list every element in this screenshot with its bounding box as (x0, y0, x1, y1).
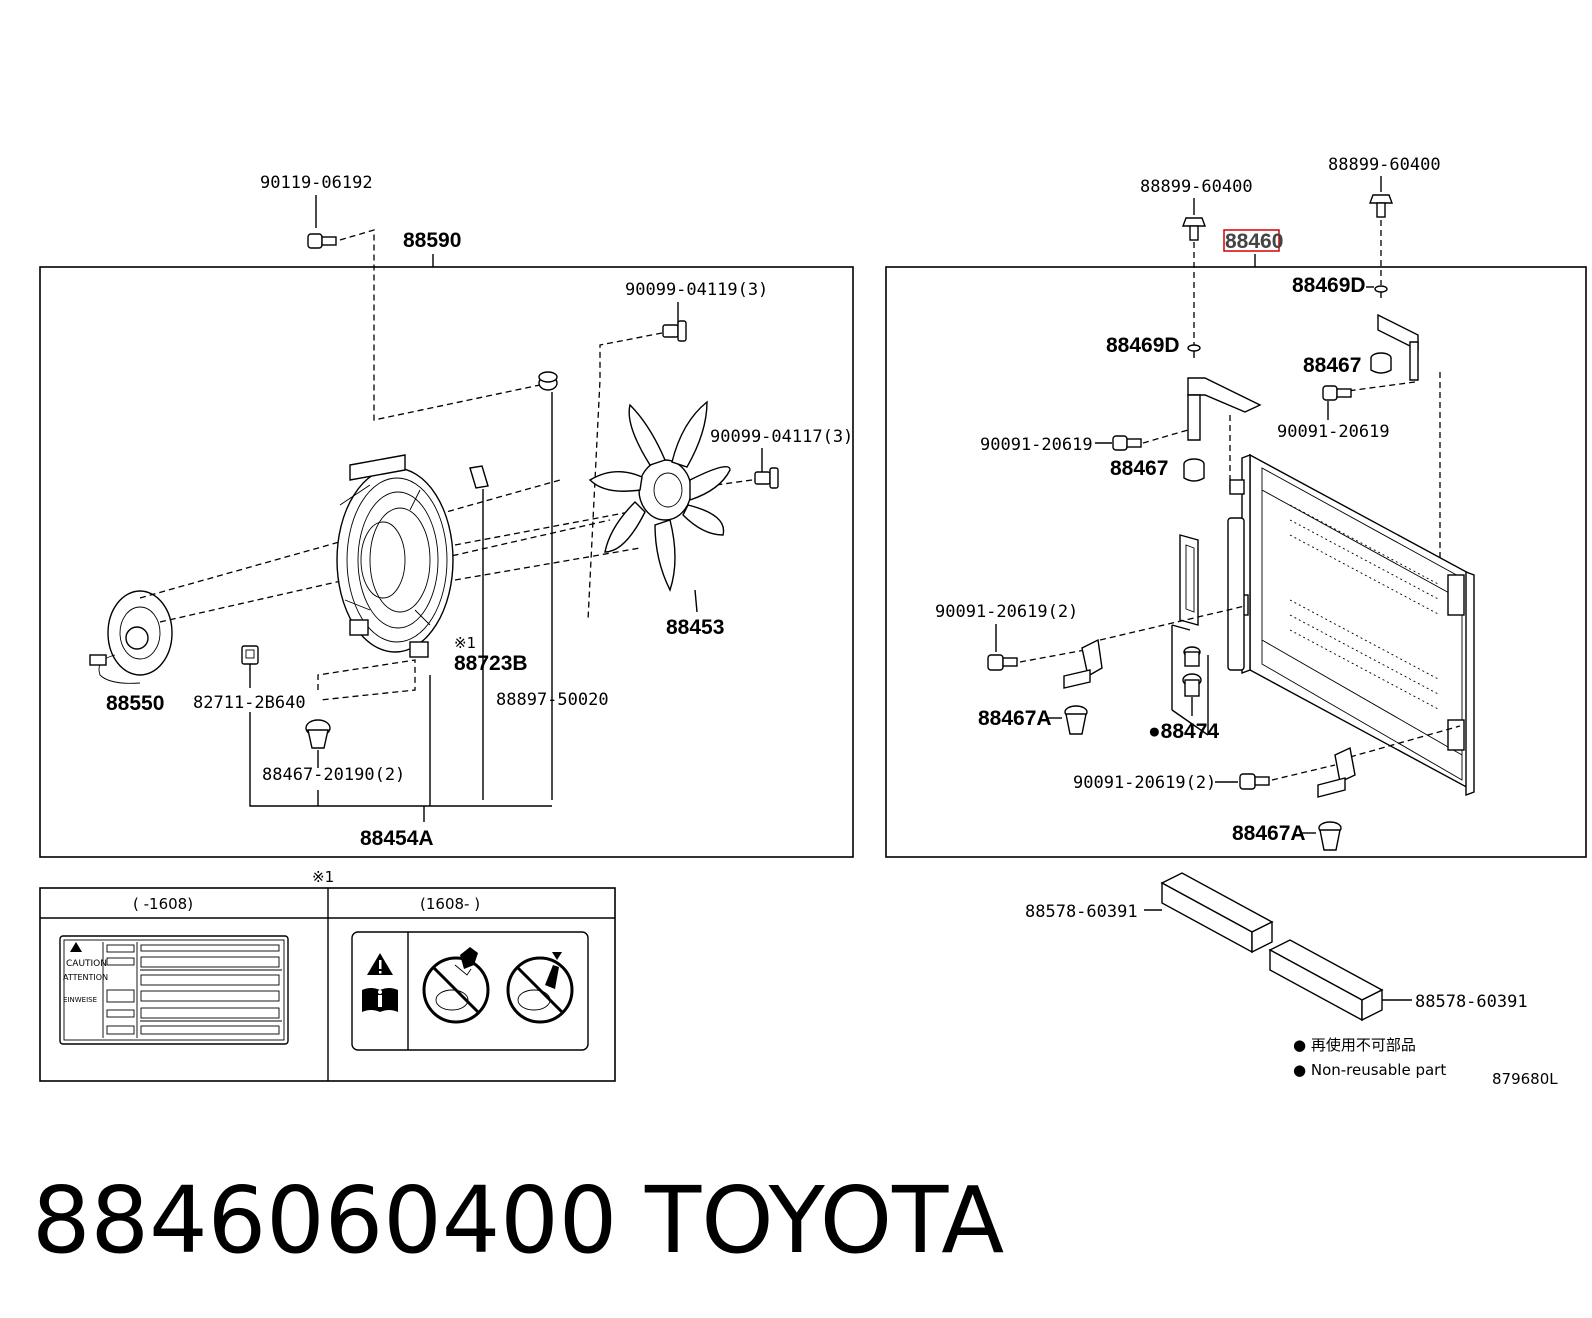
label-88899-60400-a[interactable]: 88899-60400 (1140, 177, 1253, 197)
no-touch-fan-icon (506, 952, 574, 1024)
grommet-icon (1183, 458, 1205, 482)
legend-non-reusable-en: ● Non-reusable part (1293, 1061, 1446, 1079)
label-88550[interactable]: 88550 (106, 692, 164, 715)
label-90091-20619-2-lower[interactable]: 90091-20619(2) (1073, 773, 1216, 793)
label-88723B[interactable]: 88723B (454, 652, 528, 675)
condenser-assembly-group: 88460 88899-60400 88899-60400 88469D (885, 155, 1587, 858)
receiver-dryer-icon (1171, 517, 1245, 736)
washer-icon (1187, 344, 1201, 358)
grommet-icon (305, 719, 331, 749)
label-88474[interactable]: ●88474 (1148, 720, 1219, 743)
bracket-icon (1377, 313, 1419, 381)
bolt-icon (987, 654, 1018, 671)
caution-text: CAUTION (66, 959, 107, 969)
fan-shroud-icon (336, 454, 641, 658)
label-88467A-lower[interactable]: 88467A (1232, 822, 1306, 845)
label-88469D-left[interactable]: 88469D (1106, 334, 1180, 357)
manual-book-icon (362, 988, 398, 1012)
label-88467-left[interactable]: 88467 (1110, 457, 1168, 480)
label-90091-20619-2-upper[interactable]: 90091-20619(2) (935, 602, 1078, 622)
label-90091-20619-right[interactable]: 90091-20619 (1277, 422, 1390, 442)
label-88460[interactable]: 88460 (1225, 230, 1283, 253)
label-88899-60400-b[interactable]: 88899-60400 (1328, 155, 1441, 175)
bolt-icon (1181, 217, 1207, 241)
label-variant-table: ※1 ( -1608) (1608- ) CAUTION ATTENTION E… (39, 868, 616, 1082)
bolt-icon (662, 320, 687, 342)
fan-blade-icon (588, 400, 731, 592)
label-90119-06192[interactable]: 90119-06192 (260, 173, 373, 193)
label-88590[interactable]: 88590 (403, 229, 461, 252)
label-82711-2B640[interactable]: 82711-2B640 (193, 693, 306, 713)
grommet-icon (538, 371, 558, 391)
legend-non-reusable-jp: ● 再使用不可部品 (1293, 1036, 1416, 1054)
condenser-core-icon (1229, 453, 1475, 797)
washer-icon (1374, 285, 1388, 298)
table-col-old: ( -1608) (133, 895, 193, 913)
caution-label-old: CAUTION ATTENTION EINWEISE (59, 935, 289, 1045)
legend: ● 再使用不可部品 ● Non-reusable part 879680L (1293, 1036, 1558, 1088)
screw-icon (307, 233, 337, 249)
drain-plug-icon (1182, 646, 1202, 716)
bolt-icon (1112, 435, 1142, 451)
diagram-code: 879680L (1492, 1070, 1558, 1088)
footer-brand: TOYOTA (644, 1167, 1004, 1274)
grommet-icon (1370, 352, 1392, 374)
label-88467A-upper[interactable]: 88467A (978, 707, 1052, 730)
bolt-icon (754, 467, 779, 489)
clip-icon (469, 465, 489, 489)
no-hand-in-fan-icon (422, 947, 490, 1024)
clip-icon (241, 645, 259, 665)
caution-label-new (351, 931, 589, 1051)
seal-group: 88578-60391 88578-60391 (1025, 872, 1528, 1022)
label-88454A[interactable]: 88454A (360, 827, 434, 850)
label-88897-50020[interactable]: 88897-50020 (496, 690, 609, 710)
fan-motor-icon (89, 590, 173, 684)
grommet-icon (1064, 705, 1088, 735)
label-90099-04117[interactable]: 90099-04117(3) (710, 427, 853, 447)
label-90091-20619-left[interactable]: 90091-20619 (980, 435, 1093, 455)
attention-text: ATTENTION (63, 973, 108, 982)
bolt-icon (1322, 385, 1352, 401)
label-88467-right[interactable]: 88467 (1303, 354, 1361, 377)
fan-assembly-group: 88590 90119-06192 90099-04119(3) 90099-0… (39, 173, 854, 858)
einweise-text: EINWEISE (63, 996, 97, 1004)
footer-part-number: 8846060400 (32, 1167, 617, 1274)
bolt-icon (1239, 773, 1270, 790)
label-88578-60391-b[interactable]: 88578-60391 (1415, 992, 1528, 1012)
label-88723b-mark: ※1 (454, 634, 476, 652)
bracket-icon (1063, 638, 1103, 689)
bracket-icon (1317, 746, 1356, 798)
label-88578-60391-a[interactable]: 88578-60391 (1025, 902, 1138, 922)
bolt-icon (1368, 194, 1394, 218)
highlight-box (1223, 229, 1280, 252)
table-col-new: (1608- ) (420, 895, 480, 913)
label-88469D-right[interactable]: 88469D (1292, 274, 1366, 297)
table-mark: ※1 (312, 868, 334, 886)
seal-pad-icon (1268, 939, 1384, 1022)
seal-pad-icon (1160, 872, 1274, 954)
label-88467-20190[interactable]: 88467-20190(2) (262, 765, 405, 785)
label-88453[interactable]: 88453 (666, 616, 724, 639)
bracket-icon (1187, 377, 1262, 490)
grommet-icon (1318, 821, 1342, 851)
label-90099-04119[interactable]: 90099-04119(3) (625, 280, 768, 300)
